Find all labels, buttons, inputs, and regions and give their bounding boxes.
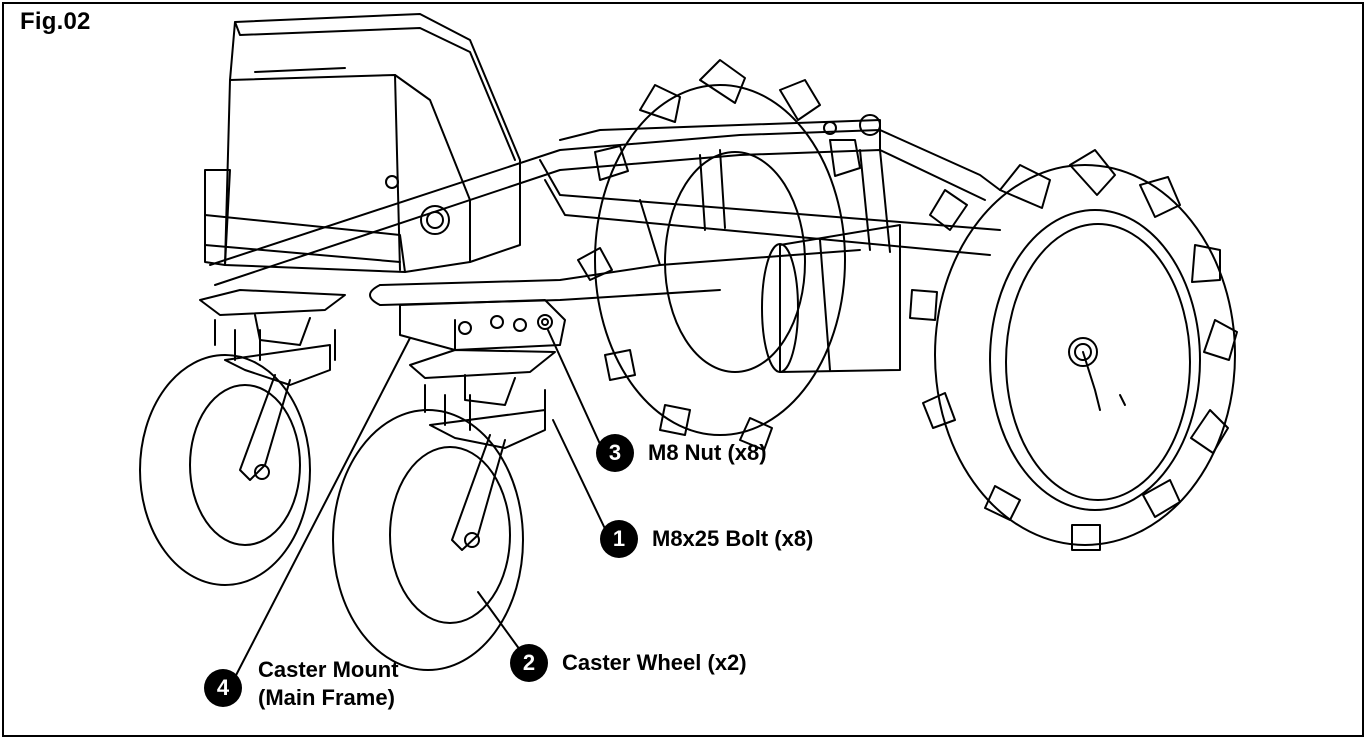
callout-4-label-line2: (Main Frame): [258, 685, 395, 710]
front-drive-wheel: [909, 149, 1238, 551]
callout-3-label: M8 Nut (x8): [648, 440, 767, 465]
battery-box: [204, 13, 521, 273]
left-caster-wheel: [139, 289, 346, 586]
callout-3: 3 M8 Nut (x8): [596, 434, 767, 472]
leader-line-3: [547, 329, 606, 456]
callout-2: 2 Caster Wheel (x2): [510, 644, 747, 682]
callout-1-label: M8x25 Bolt (x8): [652, 526, 814, 551]
callout-1-number: 1: [600, 520, 638, 558]
leader-lines: [231, 329, 609, 684]
rear-drive-wheel: [577, 59, 861, 451]
caster-mount-plate: [399, 299, 566, 351]
right-caster-wheel: [332, 349, 556, 671]
callout-3-number: 3: [596, 434, 634, 472]
callout-4-label: Caster Mount (Main Frame): [258, 656, 399, 712]
leader-line-1: [552, 419, 609, 536]
leader-line-4: [231, 337, 411, 684]
callout-2-label: Caster Wheel (x2): [562, 650, 747, 675]
figure-title: Fig.02: [20, 8, 91, 35]
callout-4: 4 Caster Mount (Main Frame): [204, 656, 399, 712]
drive-motor: [761, 224, 901, 373]
callout-1: 1 M8x25 Bolt (x8): [600, 520, 813, 558]
callout-2-number: 2: [510, 644, 548, 682]
callout-4-number: 4: [204, 669, 242, 707]
main-frame: [209, 114, 1001, 306]
leader-line-2: [477, 591, 521, 651]
callout-4-label-line1: Caster Mount: [258, 657, 399, 682]
